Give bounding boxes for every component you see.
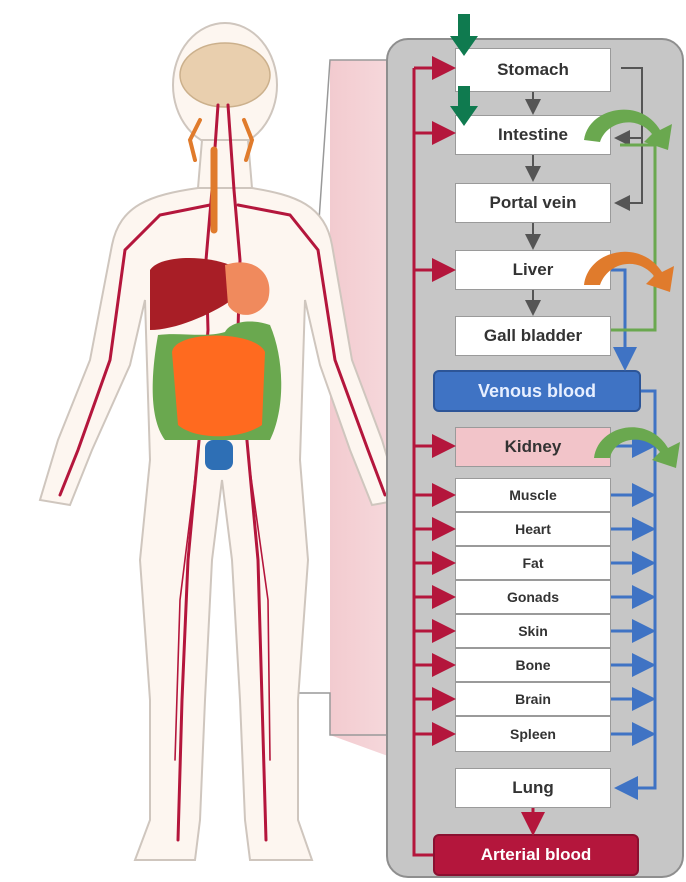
bladder-organ [205,440,233,470]
gonads-box: Gonads [455,580,611,614]
stomach-box: Stomach [455,48,611,92]
heart-box: Heart [455,512,611,546]
portal-vein-box: Portal vein [455,183,611,223]
brain-box: Brain [455,682,611,716]
venous-blood-box: Venous blood [433,370,641,412]
liver-box: Liver [455,250,611,290]
bone-box: Bone [455,648,611,682]
muscle-box: Muscle [455,478,611,512]
fat-box: Fat [455,546,611,580]
intestine-box: Intestine [455,115,611,155]
skin-box: Skin [455,614,611,648]
lung-box: Lung [455,768,611,808]
spleen-box: Spleen [455,716,611,752]
kidney-box: Kidney [455,427,611,467]
arterial-blood-box: Arterial blood [433,834,639,876]
gall-bladder-box: Gall bladder [455,316,611,356]
small-intestine-organ [172,336,265,437]
brain-organ [180,43,270,107]
